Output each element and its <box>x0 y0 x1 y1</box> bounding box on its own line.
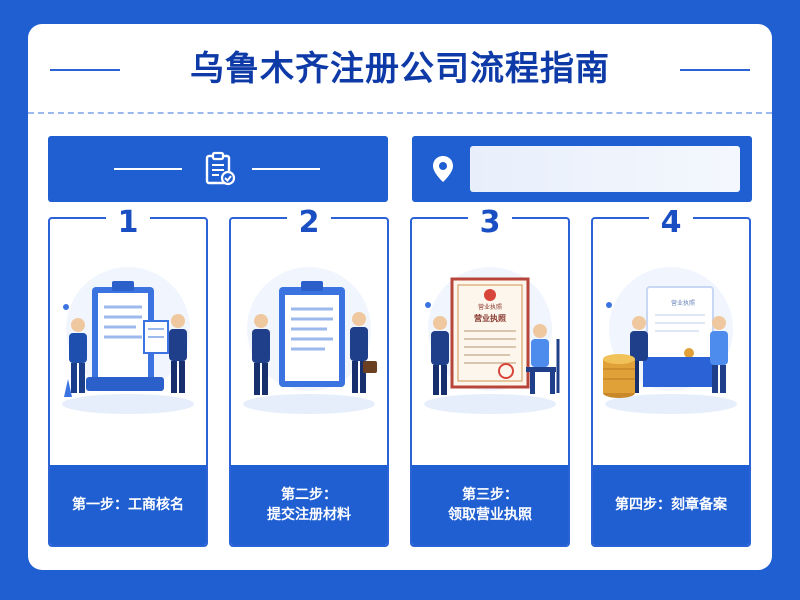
step-label-1: 第一步：工商核名 <box>50 465 206 545</box>
step-label-text-1: 第一步：工商核名 <box>72 497 184 513</box>
header-block-right <box>412 136 752 202</box>
header-block-left <box>48 136 388 202</box>
step-number-3: 3 <box>468 206 512 240</box>
license-title-text: 营业执照 <box>474 313 506 323</box>
doc-top-text: 营业执照 <box>671 299 695 307</box>
title-divider-right <box>680 69 750 71</box>
step-number-2: 2 <box>287 206 331 240</box>
step-label-3: 第三步： 领取营业执照 <box>412 465 568 545</box>
step-number-4: 4 <box>649 206 693 240</box>
step-label-text-3: 第三步： 领取营业执照 <box>448 487 532 523</box>
header-blank-field <box>470 146 740 192</box>
location-pin-icon <box>433 156 453 182</box>
step-card-2: 第二步： 提交注册材料 <box>229 217 389 547</box>
title-divider-left <box>50 69 120 71</box>
dashed-separator <box>28 112 772 114</box>
business-license-illustration: 营业执照 营业执照 <box>424 267 560 414</box>
main-panel: 乌鲁木齐注册公司流程指南 <box>28 24 772 570</box>
license-top-text: 营业执照 <box>478 303 502 311</box>
clipboard-people-illustration <box>62 267 194 414</box>
document-submit-illustration <box>243 267 377 414</box>
clipboard-icon <box>205 151 236 186</box>
seal-coins-illustration: 营业执照 <box>603 267 737 414</box>
step-label-text-2: 第二步： 提交注册材料 <box>267 487 351 523</box>
page-title: 乌鲁木齐注册公司流程指南 <box>190 49 610 89</box>
step-number-1: 1 <box>106 206 150 240</box>
step-label-4: 第四步：刻章备案 <box>593 465 749 545</box>
header-line-right <box>252 168 320 170</box>
step-card-4: 营业执照 第四步：刻章备案 <box>591 217 751 547</box>
step-card-1: 第一步：工商核名 <box>48 217 208 547</box>
header-line-left <box>114 168 182 170</box>
step-card-3: 营业执照 营业执照 第三步： 领取营业执照 <box>410 217 570 547</box>
step-label-text-4: 第四步：刻章备案 <box>615 497 727 513</box>
step-label-2: 第二步： 提交注册材料 <box>231 465 387 545</box>
title-bar: 乌鲁木齐注册公司流程指南 <box>28 24 772 116</box>
